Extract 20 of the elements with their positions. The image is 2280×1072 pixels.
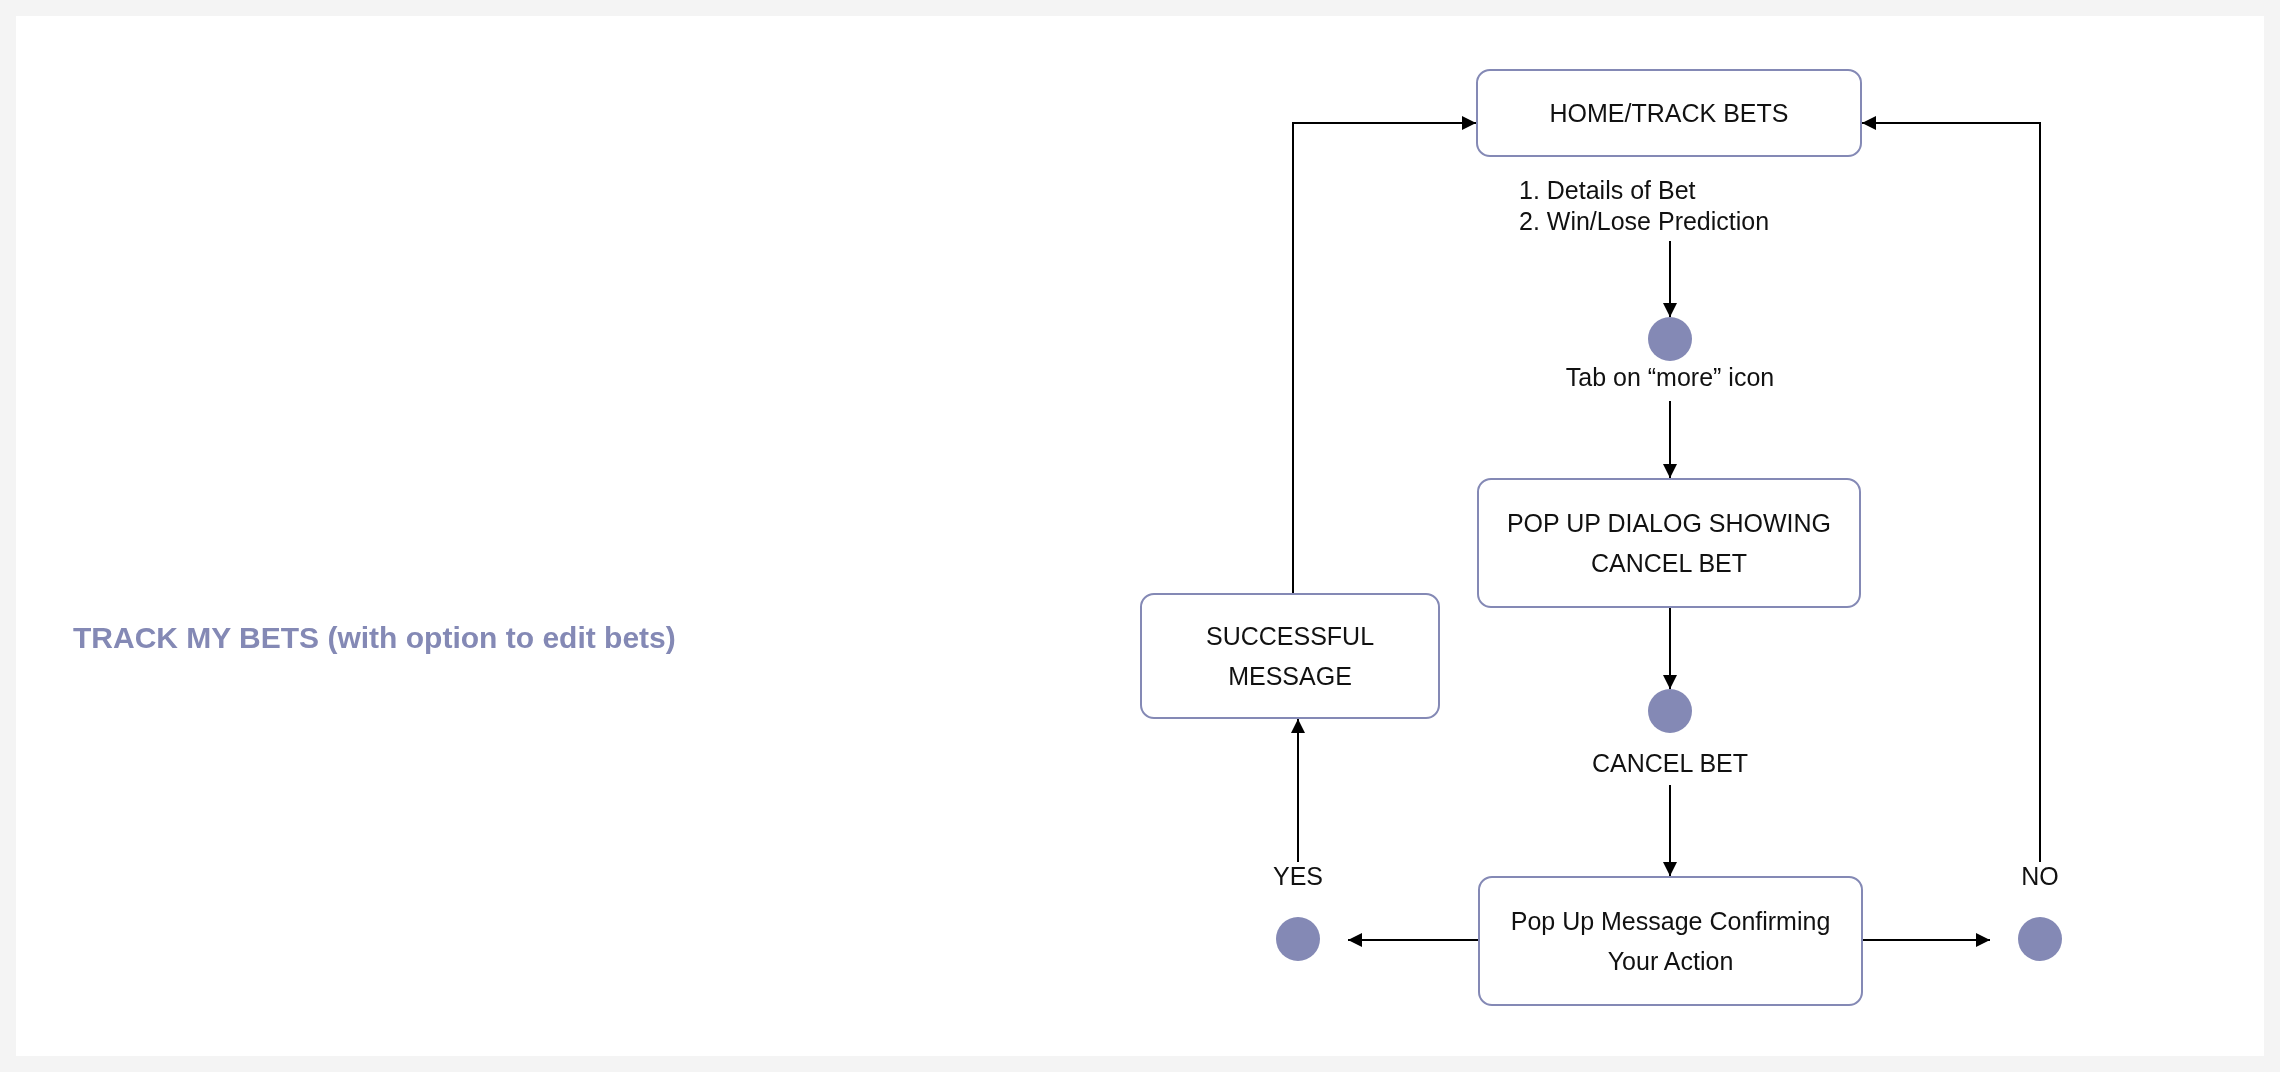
arrow — [1347, 933, 1479, 947]
arrow — [1663, 607, 1677, 690]
list-item: 2. Win/Lose Prediction — [1519, 206, 1770, 237]
arrow — [1861, 116, 2041, 863]
diagram-title: TRACK MY BETS (with option to edit bets) — [73, 621, 676, 655]
list-item: 1. Details of Bet — [1519, 175, 1696, 206]
process-box: POP UP DIALOG SHOWING CANCEL BET — [1477, 478, 1861, 608]
arrow — [1663, 400, 1677, 479]
node-caption: Tab on “more” icon — [1565, 363, 1775, 392]
arrow — [1663, 240, 1677, 318]
process-box: Pop Up Message Confirming Your Action — [1478, 876, 1863, 1006]
node-caption: NO — [2021, 862, 2059, 891]
arrow — [1291, 718, 1305, 863]
process-box: SUCCESSFUL MESSAGE — [1140, 593, 1440, 719]
arrow — [1663, 784, 1677, 877]
arrow — [1292, 116, 1477, 594]
arrow — [1862, 933, 1991, 947]
node-caption: YES — [1273, 862, 1323, 891]
process-box: HOME/TRACK BETS — [1476, 69, 1862, 157]
node-caption: CANCEL BET — [1591, 749, 1749, 778]
